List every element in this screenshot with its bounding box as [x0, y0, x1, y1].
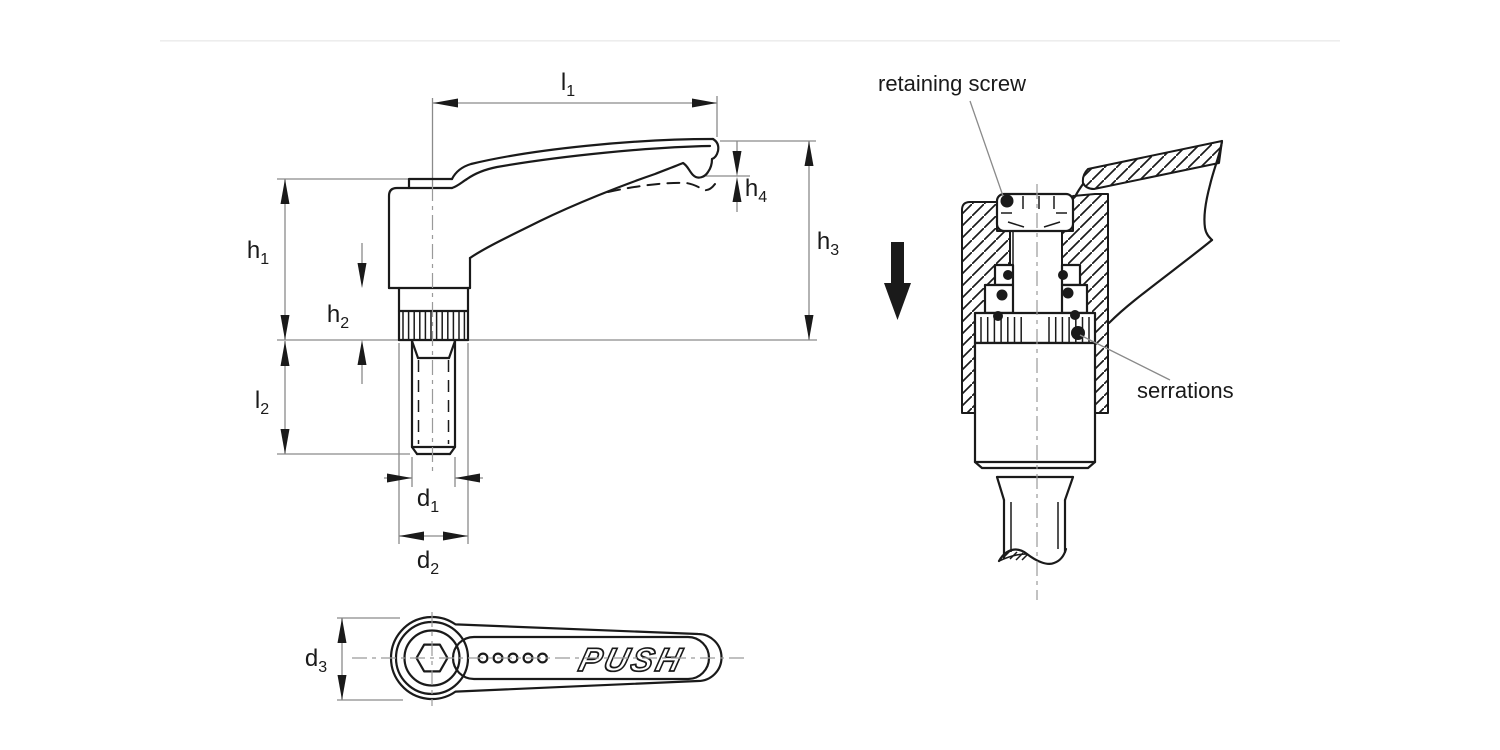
lever-side-outline	[387, 137, 720, 456]
serrations-leader	[1079, 334, 1171, 381]
serrations-label: serrations	[1137, 378, 1234, 403]
retaining-screw-leader	[969, 100, 1004, 197]
side-view: l1 h1 h2 l2 h4 h3 d1 d2	[247, 69, 839, 578]
dim-label-d2: d2	[417, 547, 439, 578]
retaining-screw-label: retaining screw	[878, 71, 1026, 96]
stud-thread-lines	[1003, 502, 1059, 561]
dim-label-l1: l1	[561, 69, 575, 100]
force-direction-arrow	[884, 242, 911, 320]
push-label: PUSH	[575, 642, 688, 678]
top-view: PUSH d3	[305, 612, 748, 706]
collar-serrations	[402, 311, 466, 339]
lever-hub-section	[973, 341, 1097, 464]
side-view-arrowheads	[280, 98, 814, 541]
d3-arrowheads	[337, 618, 347, 700]
page-divider	[160, 40, 1340, 42]
dim-label-h4: h4	[745, 175, 767, 206]
dim-label-d1: d1	[417, 485, 439, 516]
flange-section-band	[1081, 140, 1223, 190]
screw-head-details	[1001, 196, 1067, 228]
stud-section	[995, 475, 1075, 565]
dim-label-d3: d3	[305, 645, 327, 676]
dim-label-h1: h1	[247, 237, 269, 268]
dim-label-h2: h2	[327, 301, 349, 332]
thread-hidden-lines	[417, 360, 450, 444]
dim-label-l2: l2	[255, 387, 269, 418]
section-view: retaining screw serrations	[878, 71, 1234, 600]
retaining-screw-ball	[1000, 194, 1014, 208]
hub-bottom-chamfer	[973, 460, 1097, 470]
flange-outline	[1074, 139, 1224, 325]
detent-balls	[993, 270, 1085, 340]
dim-label-h3: h3	[817, 228, 839, 259]
